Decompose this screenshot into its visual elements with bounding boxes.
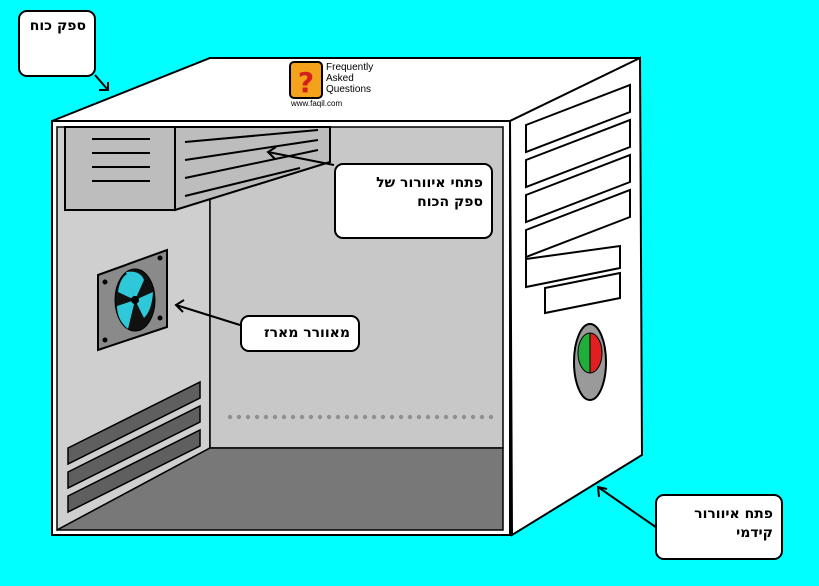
back-wall-dot — [245, 414, 251, 420]
drive-bays — [525, 83, 631, 315]
callout-psu-vents-line-2: ספק הכוח — [417, 194, 483, 210]
power-button-icon[interactable] — [573, 323, 607, 401]
back-wall-dot — [326, 414, 332, 420]
callout-chassis-fan: מאוורר מארז — [240, 315, 360, 352]
expansion-slots — [67, 380, 201, 514]
back-wall-dot — [425, 414, 431, 420]
back-wall-dot — [479, 414, 485, 420]
logo-line-1: Frequently — [326, 62, 374, 73]
logo-line-2: Asked — [326, 73, 354, 84]
back-wall-dot — [281, 414, 287, 420]
back-wall-dot — [470, 414, 476, 420]
back-wall-dot — [263, 414, 269, 420]
logo-line-3: Questions — [326, 84, 372, 95]
callout-psu-vents: פתחי איוורור של ספק הכוח — [334, 163, 493, 239]
callout-arrows — [94, 74, 661, 531]
arrow-psu-vents — [267, 151, 335, 166]
callout-front-vent-line-1: פתח איוורור — [694, 506, 773, 522]
back-wall-dot — [236, 414, 242, 420]
back-wall-dot — [317, 414, 323, 420]
interior-floor — [56, 447, 504, 531]
question-mark-icon: ? — [298, 66, 314, 99]
faq-logo: ? — [289, 61, 323, 99]
back-wall-dot — [299, 414, 305, 420]
psu-front-vents — [92, 138, 150, 182]
arrow-front-vent — [597, 486, 661, 531]
back-wall-dot — [227, 414, 233, 420]
back-wall-dot — [371, 414, 377, 420]
back-wall-dot — [398, 414, 404, 420]
back-wall-dot — [407, 414, 413, 420]
arrow-power-supply — [94, 74, 109, 91]
back-wall-dot — [344, 414, 350, 420]
callout-psu-vents-line-1: פתחי איוורור של — [376, 175, 483, 191]
back-wall-dot — [308, 414, 314, 420]
callout-front-vent: פתח איוורור קידמי — [655, 494, 783, 560]
back-wall-dot — [488, 414, 494, 420]
logo-text: Frequently Asked Questions — [326, 62, 373, 95]
callout-front-vent-line-2: קידמי — [736, 525, 773, 541]
fan-icon — [97, 248, 168, 352]
back-wall-dot — [362, 414, 368, 420]
callout-chassis-fan-text: מאוורר מארז — [263, 325, 350, 341]
back-wall-dot — [272, 414, 278, 420]
back-wall-dot — [290, 414, 296, 420]
back-wall-dot — [461, 414, 467, 420]
logo-url: www.faqil.com — [291, 99, 343, 108]
callout-power-supply: ספק כוח — [18, 10, 96, 77]
back-wall-dots — [227, 414, 494, 420]
arrow-chassis-fan — [175, 304, 241, 326]
back-wall-dot — [434, 414, 440, 420]
back-wall-dot — [443, 414, 449, 420]
back-wall-dot — [254, 414, 260, 420]
callout-power-supply-text: ספק כוח — [29, 18, 86, 34]
back-wall-dot — [416, 414, 422, 420]
psu-side-vents — [184, 129, 319, 197]
back-wall-dot — [335, 414, 341, 420]
back-wall-dot — [380, 414, 386, 420]
back-wall-dot — [353, 414, 359, 420]
back-wall-dot — [389, 414, 395, 420]
back-wall-dot — [452, 414, 458, 420]
